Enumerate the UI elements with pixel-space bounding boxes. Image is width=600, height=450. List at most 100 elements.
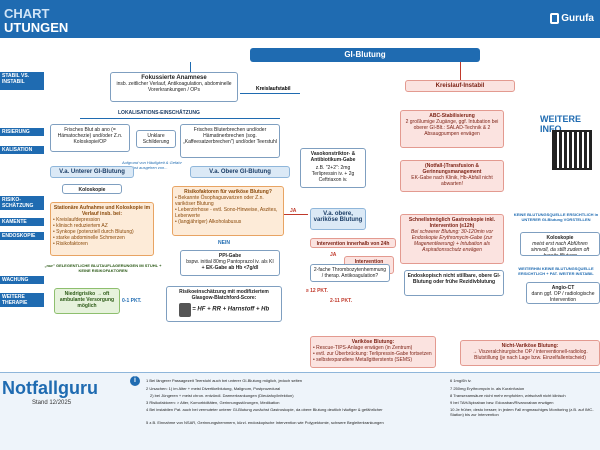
ja-connector-1 (284, 214, 308, 215)
varix-risk-list: Bekannte Ösophagusvarizen oder Z.n. vari… (175, 195, 281, 225)
footnote-right-3: 8 Transexamsäure nicht mehr empfohlen, w… (450, 393, 566, 398)
varix-risk-title: Risikofaktoren für variköse Blutung? (184, 189, 272, 195)
sidebar-item-stabil[interactable]: STABIL VS. INSTABIL (0, 72, 44, 90)
info-icon: i (130, 376, 140, 386)
upper-gi-label[interactable]: V.a. Obere GI-Blutung (190, 166, 290, 178)
more-info-heading: WEITERE INFO (540, 114, 582, 134)
stationary-title: Stationäre Aufnahme und Koloskopie im Ve… (53, 205, 151, 217)
vaso-box: Vasokonstriktor- & Antibiotikum-Gabe z.B… (300, 148, 366, 188)
sidebar-item-risiko[interactable]: RISIKO- SCHÄTZUNG (0, 196, 44, 210)
header-bar: CHART UTUNGEN Gurufa (0, 0, 600, 38)
stationary-item: Kreislaufdepression (53, 217, 151, 223)
stationary-item: starke abdominelle Schmerzen (53, 235, 151, 241)
right-kolo-text: meist erst nach Abführen sinnvoll, da st… (530, 241, 590, 256)
footer-brand: Notfallguru (2, 378, 98, 398)
ppi-dose: bspw. initial 80mg Pantoprazol iv. als K… (186, 259, 274, 265)
stationary-list: Kreislaufdepression klinisch reduziertem… (53, 217, 151, 247)
ppi-ek: + EK-Gabe ab Hb <7g/dl (201, 265, 259, 271)
qr-code-icon[interactable] (552, 130, 592, 170)
header-title-line2: UTUNGEN (4, 20, 69, 35)
lower-gi-label[interactable]: V.a. Unterer GI-Blutung (50, 166, 134, 178)
brand-logo[interactable]: Gurufa (550, 13, 594, 24)
quick-gastro-box: Schnellstmöglich Gastroskopie inkl. Inte… (400, 214, 504, 264)
document-icon (550, 13, 560, 24)
localization-line (80, 118, 280, 119)
upper-varix-label[interactable]: V.a. obere, variköse Blutung (310, 208, 366, 230)
abc-title: ABC-Stabilisierung (429, 113, 475, 119)
further-note: WEITERHIN KEINE BLUTUNGSQUELLE ERSICHTLI… (518, 266, 594, 276)
varix-bleed-list: Rescue-TIPS-Anlage erwägen (in Zentrum) … (313, 345, 433, 363)
unclear-box: Unklare Schilderung (136, 130, 176, 148)
unclear-note: Aufgrund von Häufigkeit & Gefahr zunächs… (122, 160, 182, 170)
footnote-left-1: 1 Bei längerer Passagezeit Teerstuhl auc… (146, 378, 303, 383)
nonvarix-bleed-text: → Viszeralchirurgische OP / intervention… (472, 349, 588, 361)
vaso-text: z.B. "2+2": 2mg Terlipressin iv. + 2g Ce… (311, 165, 355, 183)
footer-bar (0, 372, 600, 450)
anamnese-title: Fokussierte Anamnese (141, 75, 207, 81)
title-connector (190, 62, 191, 72)
anamnese-text: insb. zeitlicher Verlauf, Antikoagulatio… (116, 81, 232, 93)
varix-risk-item: Leberzirrhose - evtl. Sono-Hinweise, Asz… (175, 207, 281, 219)
upper-hint-box: Frisches Bluterbrechen und/oder Hämatine… (180, 124, 280, 158)
footnote-right-2: 7 250mg Erythromycin iv. als Kurzinfusio… (450, 386, 525, 391)
varix-risk-box: Risikofaktoren für variköse Blutung? Bek… (172, 186, 284, 236)
varix-bleed-item: evtl. zur Überbrückung: Terlipressin-Gab… (313, 351, 433, 357)
nonvarix-bleed-title: Nicht-Variköse Blutung: (501, 343, 559, 349)
ppi-box: PPI-Gabe bspw. initial 80mg Pantoprazol … (180, 250, 280, 276)
transfusion-box: (Notfall-)Transfusion & Gerinnungsmanage… (400, 160, 504, 192)
risk-note: „nur" GELEGENTLICHE BLUTAUFLAGERUNGEN IM… (44, 263, 162, 273)
angio-box: Angio-CT dann ggf. OP / radiologische In… (526, 282, 600, 304)
footnote-left-3: 2) bei Jüngeren + meist chron. entzündl.… (150, 393, 294, 398)
footnote-left-4: 3 Risikofaktoren: > Alter, Komorbiditäte… (146, 400, 280, 405)
anamnese-box: Fokussierte Anamnese insb. zeitlicher Ve… (110, 72, 238, 102)
right-kolo-box: Koloskopie meist erst nach Abführen sinn… (520, 232, 600, 256)
endo-fail-box: Endoskopisch nicht stillbare, obere GI-B… (404, 270, 504, 296)
sidebar-item-endoskopie[interactable]: ENDOSKOPIE (0, 232, 44, 240)
brand-name: Gurufa (561, 13, 594, 25)
stationary-item: Synkope (potenziell durch Blutung) (53, 229, 151, 235)
right-kolo-title: Koloskopie (546, 235, 574, 241)
varix-risk-item: (langjähriger) Alkoholabusus (175, 219, 281, 225)
stationary-item: Risikofaktoren (53, 241, 151, 247)
nein-label-1: NEIN (218, 240, 230, 246)
ge12-label: ≥ 12 PKT. (306, 288, 328, 294)
quick-gastro-text: Bei schwerer Blutung: 30-120min vor Endo… (411, 229, 493, 253)
ja-label-1: JA (290, 208, 297, 214)
gbs-range-low: 0-1 PKT. (122, 298, 142, 304)
ppi-title: PPI-Gabe (218, 253, 242, 259)
stationary-box: Stationäre Aufnahme und Koloskopie im Ve… (50, 202, 154, 256)
stationary-item: klinisch reduziertem AZ (53, 223, 151, 229)
nonvarix-bleed-box: Nicht-Variköse Blutung: → Viszeralchirur… (460, 340, 600, 366)
sidebar-item-priorisierung[interactable]: RISIERUNG (0, 128, 44, 136)
footer-date: Stand 12/2025 (32, 400, 72, 406)
sidebar-item-therapie[interactable]: WEITERE THERAPIE (0, 293, 44, 307)
calculator-icon (178, 303, 191, 317)
abc-text: 2 großlumige Zugänge, ggf. Intubation be… (405, 119, 499, 137)
angio-text: dann ggf. OP / radiologische Interventio… (531, 291, 595, 303)
sidebar-item-lokalisation[interactable]: KALISATION (0, 146, 44, 154)
sidebar-item-medikamente[interactable]: KAMENTE (0, 218, 44, 226)
header-title-line1: CHART (4, 6, 50, 21)
abc-box: ABC-Stabilisierung 2 großlumige Zugänge,… (400, 110, 504, 148)
transfusion-title: (Notfall-)Transfusion & Gerinnungsmanage… (422, 163, 482, 175)
footnote-left-6: 5 z.B. Einnahme von NSAR, Gerinnungshemm… (146, 420, 384, 425)
gbs-box: Risikoeinschätzung mit modifiziertem Gla… (166, 286, 282, 322)
vaso-title: Vasokonstriktor- & Antibiotikum-Gabe (310, 151, 356, 163)
localization-heading: LOKALISATIONS-EINSCHÄTZUNG (118, 110, 200, 116)
range-2-11-label: 2-11 PKT. (330, 298, 352, 304)
lower-hint-box: Frisches Blut ab ano (= Hämatochezie) un… (50, 124, 130, 152)
thrombo-box: 2-fache Thrombozytenhemmung / therap. An… (310, 264, 390, 282)
varix-bleed-box: Variköse Blutung: Rescue-TIPS-Anlage erw… (310, 336, 436, 368)
ja-label-2: JA (330, 252, 337, 258)
footnote-left-5: 4 Bei instabilen Pat. auch bei vermutete… (146, 407, 383, 412)
instable-connector (460, 62, 461, 80)
varix-bleed-item: Rescue-TIPS-Anlage erwägen (in Zentrum) (313, 345, 433, 351)
varix-bleed-title: Variköse Blutung: (351, 339, 395, 345)
stable-label: Kreislaufstabil (256, 86, 291, 92)
sidebar-item-ueberwachung[interactable]: WACHUNG (0, 276, 44, 284)
instable-label: Kreislauf-Instabil (405, 80, 515, 92)
gbs-title: Risikoeinschätzung mit modifiziertem Gla… (179, 289, 269, 301)
gbs-formula: = HF + RR + Harnstoff + Hb (192, 306, 270, 313)
koloskopie-box: Koloskopie (62, 184, 122, 194)
low-risk-box: Niedrigrisiko → oft ambulante Versorgung… (54, 288, 120, 314)
